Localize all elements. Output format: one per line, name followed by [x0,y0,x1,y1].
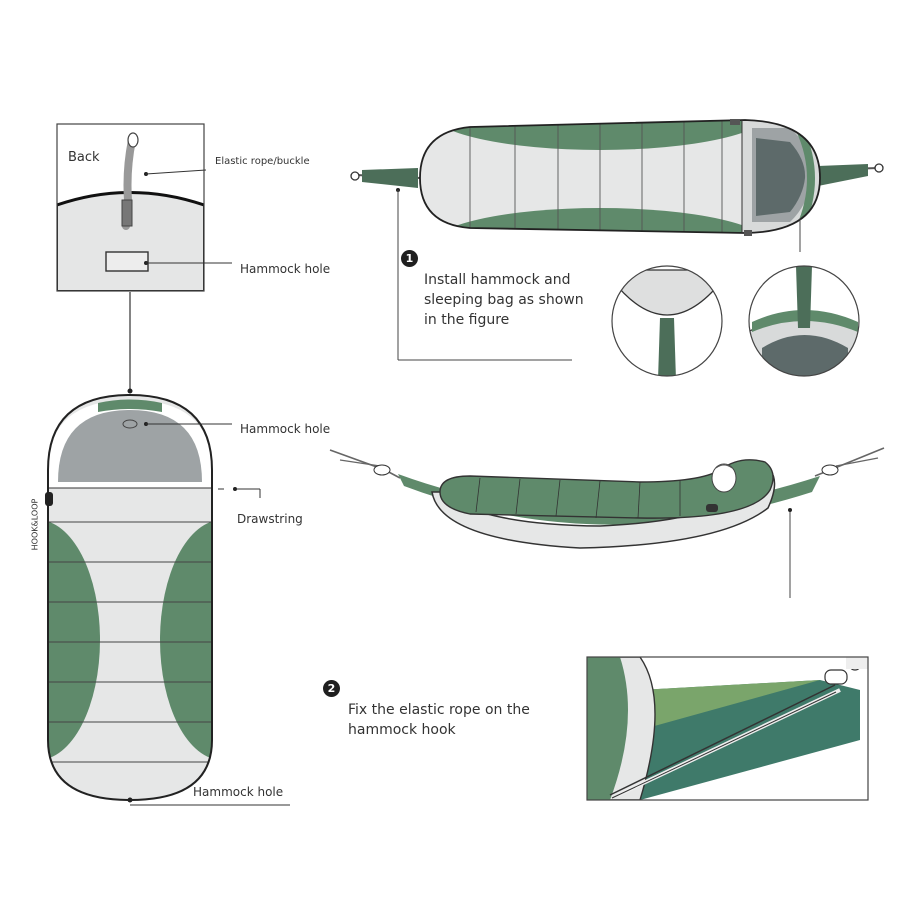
hammock-hole-icon [122,419,138,429]
hammock-hole-label-bottom: Hammock hole [193,785,284,799]
person-face-icon [711,463,737,493]
elastic-rope-label: Elastic rope/buckle [215,156,310,167]
hammock-hole-icon [105,251,149,272]
hook-loop-label: HOOK&LOOP [30,498,40,551]
hammock-top-view [350,119,884,236]
hammock-side-view [329,447,885,549]
hammock-hole-label-middle: Hammock hole [240,422,331,436]
back-label: Back [68,150,100,165]
step-1-text: Install hammock and sleeping bag as show… [424,272,584,328]
hook-detail-panel [586,656,869,801]
detail-circle-foot [611,265,723,377]
step-2-text: Fix the elastic rope on the hammock hook [348,702,530,738]
step-2-badge: 2 [323,680,340,697]
detail-circle-head [748,265,860,377]
sleeping-bag-front-view [45,393,213,803]
drawstring-label: Drawstring [237,512,303,526]
back-detail-panel [56,123,232,292]
hammock-hole-label-top: Hammock hole [240,262,331,276]
hook-loop-icon [45,492,53,506]
step-1-badge: 1 [401,250,418,267]
